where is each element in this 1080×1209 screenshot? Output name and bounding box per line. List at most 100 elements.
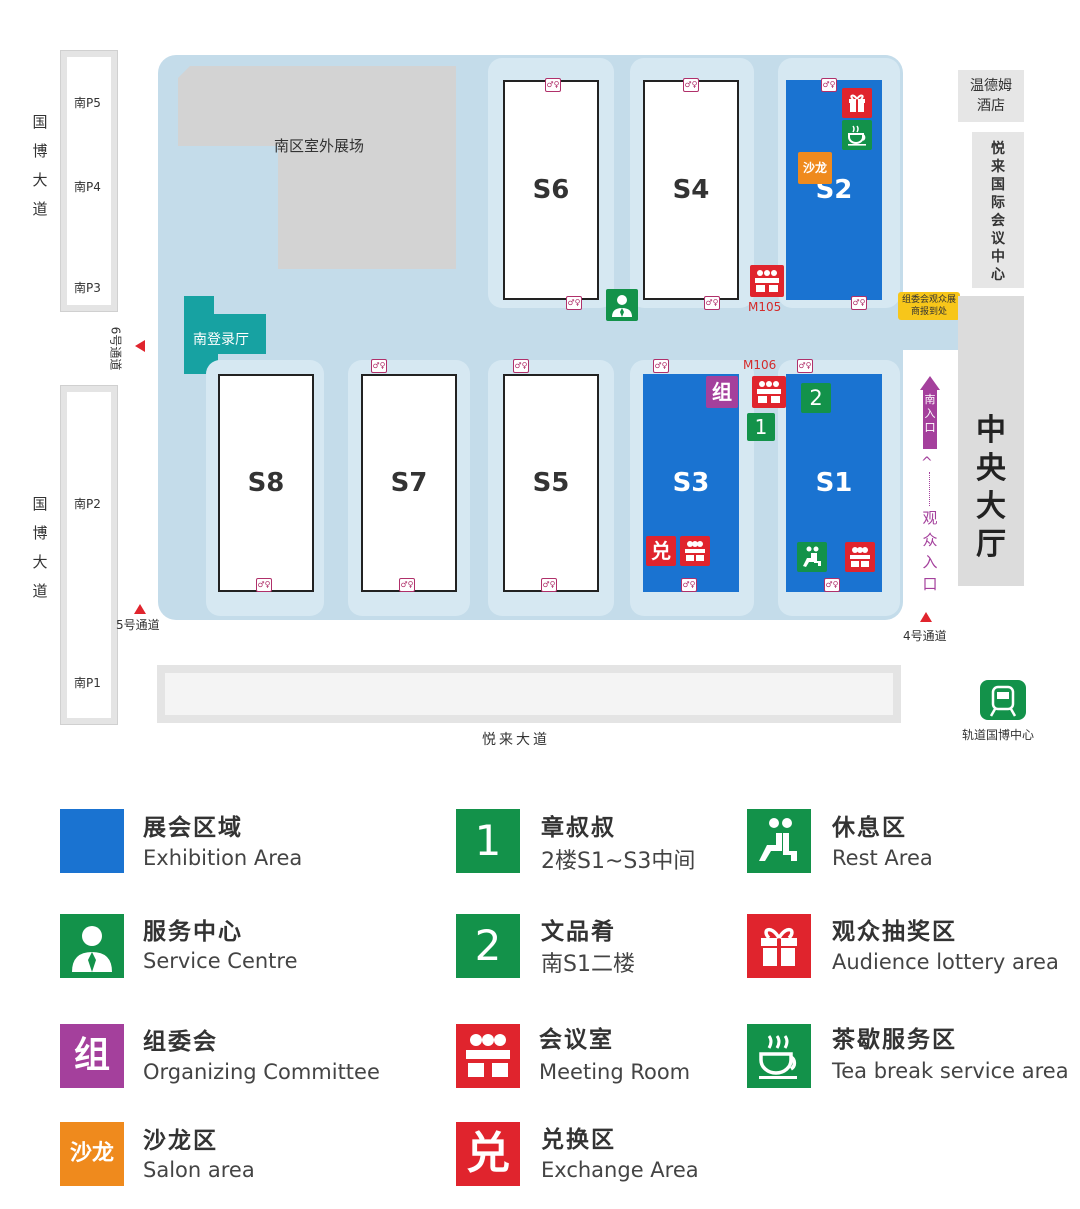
- hall-s7[interactable]: S7: [361, 374, 457, 592]
- room-m106-label: M106: [743, 358, 777, 372]
- meeting-room-icon[interactable]: [752, 376, 786, 408]
- guobo-avenue-label-south: 国博大道: [32, 495, 48, 600]
- hall-s4[interactable]: S4: [643, 80, 739, 300]
- legend-label-en: Tea break service area: [832, 1059, 1069, 1083]
- hall-s1-label: S1: [815, 468, 853, 498]
- toilet-icon: ♂♀: [566, 296, 582, 310]
- toilet-icon: ♂♀: [797, 359, 813, 373]
- legend-label-en: Salon area: [143, 1158, 255, 1182]
- hotel-label: 温德姆酒店: [970, 78, 1012, 114]
- outdoor-exhibition-label: 南区室外展场: [274, 137, 365, 155]
- central-hall[interactable]: 中央大厅: [958, 296, 1024, 586]
- exchange-icon[interactable]: 兑: [646, 536, 676, 566]
- hall-s8-label: S8: [247, 468, 285, 498]
- toilet-icon: ♂♀: [704, 296, 720, 310]
- legend-label-cn: 章叔叔: [541, 815, 616, 841]
- legend-label-en: Service Centre: [143, 949, 298, 973]
- toilet-icon: ♂♀: [851, 296, 867, 310]
- service-centre-icon[interactable]: [606, 289, 638, 321]
- channel-5-marker-icon: [134, 604, 146, 614]
- meeting-room-icon: [845, 542, 875, 572]
- toilet-icon: ♂♀: [824, 578, 840, 592]
- toilet-icon: ♂♀: [399, 578, 415, 592]
- parking-p2: 南P2: [74, 497, 101, 511]
- meeting-room-icon[interactable]: [750, 265, 784, 297]
- hall-s5[interactable]: S5: [503, 374, 599, 592]
- conference-center-label: 悦来国际会议中心: [991, 141, 1005, 283]
- exchange-icon: 兑: [456, 1122, 520, 1186]
- parking-p4: 南P4: [74, 180, 101, 194]
- toilet-icon: ♂♀: [541, 578, 557, 592]
- parking-strip-south: [60, 385, 118, 725]
- toilet-icon: ♂♀: [821, 78, 837, 92]
- wyndham-hotel: 温德姆酒店: [958, 70, 1024, 122]
- hall-s8[interactable]: S8: [218, 374, 314, 592]
- tea-cup-icon: [842, 120, 872, 150]
- venue-map: 南P5 南P4 南P3 南P2 南P1 国博大道 国博大道 6号通道 5号通道 …: [32, 50, 1034, 748]
- meeting-room-icon: [456, 1024, 520, 1088]
- legend-label-cn: 组委会: [143, 1029, 218, 1055]
- toilet-icon: ♂♀: [681, 578, 697, 592]
- hall-s7-label: S7: [390, 468, 428, 498]
- rest-area-icon: [797, 542, 827, 572]
- legend-label-en: Exchange Area: [541, 1158, 699, 1182]
- registration-desk-sign: 组委会观众展商报到处: [898, 292, 960, 320]
- parking-p5: 南P5: [74, 96, 101, 110]
- south-entrance-arrow-icon: [920, 376, 940, 390]
- hall-s6-label: S6: [532, 175, 570, 205]
- parking-p1: 南P1: [74, 676, 101, 690]
- toilet-icon: ♂♀: [371, 359, 387, 373]
- toilet-icon: ♂♀: [653, 359, 669, 373]
- chevron-up-icon: ^: [921, 455, 933, 471]
- legend-label-en: 2楼S1~S3中间: [541, 849, 696, 874]
- legend-label-cn: 文品肴: [541, 919, 616, 945]
- exhibition-area-icon: [60, 809, 124, 873]
- hall-s6[interactable]: S6: [503, 80, 599, 300]
- channel-6-marker-icon: [135, 340, 145, 352]
- registration-hall-label: 南登录厅: [193, 332, 249, 348]
- parking-strip-north: [60, 50, 118, 312]
- gift-icon: [680, 536, 710, 566]
- tea-cup-icon: [747, 1024, 811, 1088]
- salon-icon: 沙龙: [798, 152, 832, 184]
- legend-label-en: Meeting Room: [539, 1060, 691, 1084]
- service-centre-icon: [60, 914, 124, 978]
- toilet-icon: ♂♀: [545, 78, 561, 92]
- legend-label-cn: 休息区: [832, 815, 907, 841]
- room-m105-label: M105: [748, 300, 782, 314]
- parking-p3: 南P3: [74, 281, 101, 295]
- toilet-icon: ♂♀: [683, 78, 699, 92]
- guobo-avenue-label-north: 国博大道: [32, 113, 48, 218]
- yuelai-avenue-strip: [157, 665, 901, 723]
- salon-icon: 沙龙: [60, 1122, 124, 1186]
- number-1-icon[interactable]: 1: [747, 413, 775, 441]
- number-1-icon: 1: [456, 809, 520, 873]
- legend-label-cn: 观众抽奖区: [832, 919, 957, 945]
- channel-5-label: 5号通道: [116, 618, 160, 632]
- hall-s3-label: S3: [672, 468, 710, 498]
- audience-entrance-label: 观众入口: [922, 509, 938, 593]
- legend-label-cn: 展会区域: [143, 815, 243, 841]
- yuelai-conference-center: 悦来国际会议中心: [972, 132, 1024, 288]
- channel-4-marker-icon: [920, 612, 932, 622]
- gift-icon: [842, 88, 872, 118]
- number-2-icon: 2: [456, 914, 520, 978]
- channel-6-label: 6号通道: [108, 326, 123, 371]
- legend-label-cn: 沙龙区: [143, 1128, 218, 1154]
- south-entrance-label: 南入口: [924, 393, 936, 434]
- legend-label-en: Audience lottery area: [832, 950, 1059, 974]
- legend-label-en: 南S1二楼: [541, 952, 635, 977]
- number-2-icon[interactable]: 2: [801, 383, 831, 413]
- legend-label-en: Exhibition Area: [143, 846, 303, 870]
- channel-4-label: 4号通道: [903, 629, 947, 643]
- legend-label-cn: 服务中心: [143, 919, 243, 945]
- hall-s5-label: S5: [532, 468, 570, 498]
- legend-label-cn: 兑换区: [541, 1127, 616, 1153]
- legend: 展会区域 Exhibition Area 1 章叔叔 2楼S1~S3中间 休息区…: [0, 780, 1080, 1200]
- legend-label-en: Organizing Committee: [143, 1060, 380, 1084]
- toilet-icon: ♂♀: [256, 578, 272, 592]
- legend-label-en: Rest Area: [832, 846, 933, 870]
- legend-label-cn: 会议室: [539, 1027, 614, 1053]
- legend-label-cn: 茶歇服务区: [832, 1027, 957, 1053]
- organizing-committee-icon[interactable]: 组: [706, 376, 738, 408]
